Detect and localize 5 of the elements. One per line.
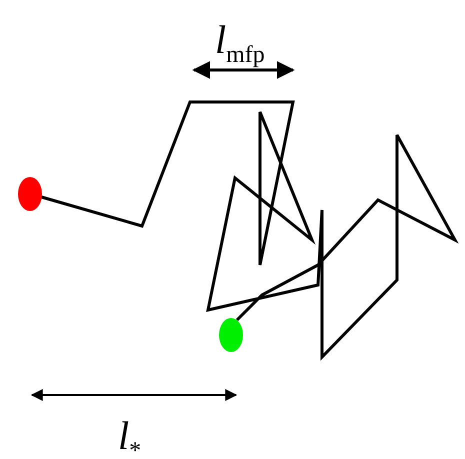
random-walk-path: [40, 100, 459, 361]
start-dot: [18, 177, 42, 211]
dimension-label: l$_{*}$: [118, 414, 142, 459]
dimension-label: l$_{mfp}$: [215, 18, 265, 70]
end-dot: [219, 318, 243, 352]
